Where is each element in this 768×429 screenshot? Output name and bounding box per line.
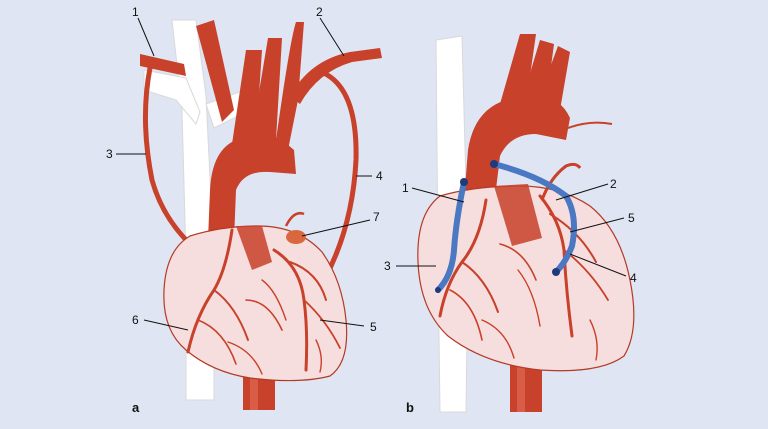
heart-a	[163, 225, 348, 382]
aortic-arch-a	[208, 133, 296, 240]
callout-b-4: 4	[630, 271, 637, 285]
brachiocephalic-vein-a	[143, 69, 201, 126]
panel-label-b: b	[406, 400, 414, 415]
panel-a: 1 2 3 4 5 6 7 a	[106, 5, 383, 415]
callout-b-3: 3	[384, 259, 391, 273]
callout-a-7: 7	[373, 210, 380, 224]
callout-a-4: 4	[376, 169, 383, 183]
internal-thoracic-artery-left-a	[309, 67, 359, 303]
callout-a-1: 1	[132, 5, 139, 19]
coronary-arteries-b	[438, 194, 609, 361]
callout-b-5: 5	[628, 211, 635, 225]
callout-a-3: 3	[106, 147, 113, 161]
callout-b-1: 1	[402, 181, 409, 195]
venous-grafts-b	[435, 161, 577, 293]
callout-b-2: 2	[610, 177, 617, 191]
aortic-arch-b	[464, 96, 570, 206]
callout-a-2: 2	[316, 5, 323, 19]
panel-label-a: a	[132, 400, 140, 415]
coronary-arteries-a	[186, 228, 341, 375]
panel-b: 1 2 3 4 5 b	[384, 34, 637, 415]
callout-lines-a	[116, 17, 372, 331]
callout-lines-b	[396, 183, 627, 277]
heart-b	[417, 185, 635, 372]
anastomosis-markers-b	[435, 160, 560, 293]
callout-a-6: 6	[132, 313, 139, 327]
callout-a-5: 5	[370, 320, 377, 334]
